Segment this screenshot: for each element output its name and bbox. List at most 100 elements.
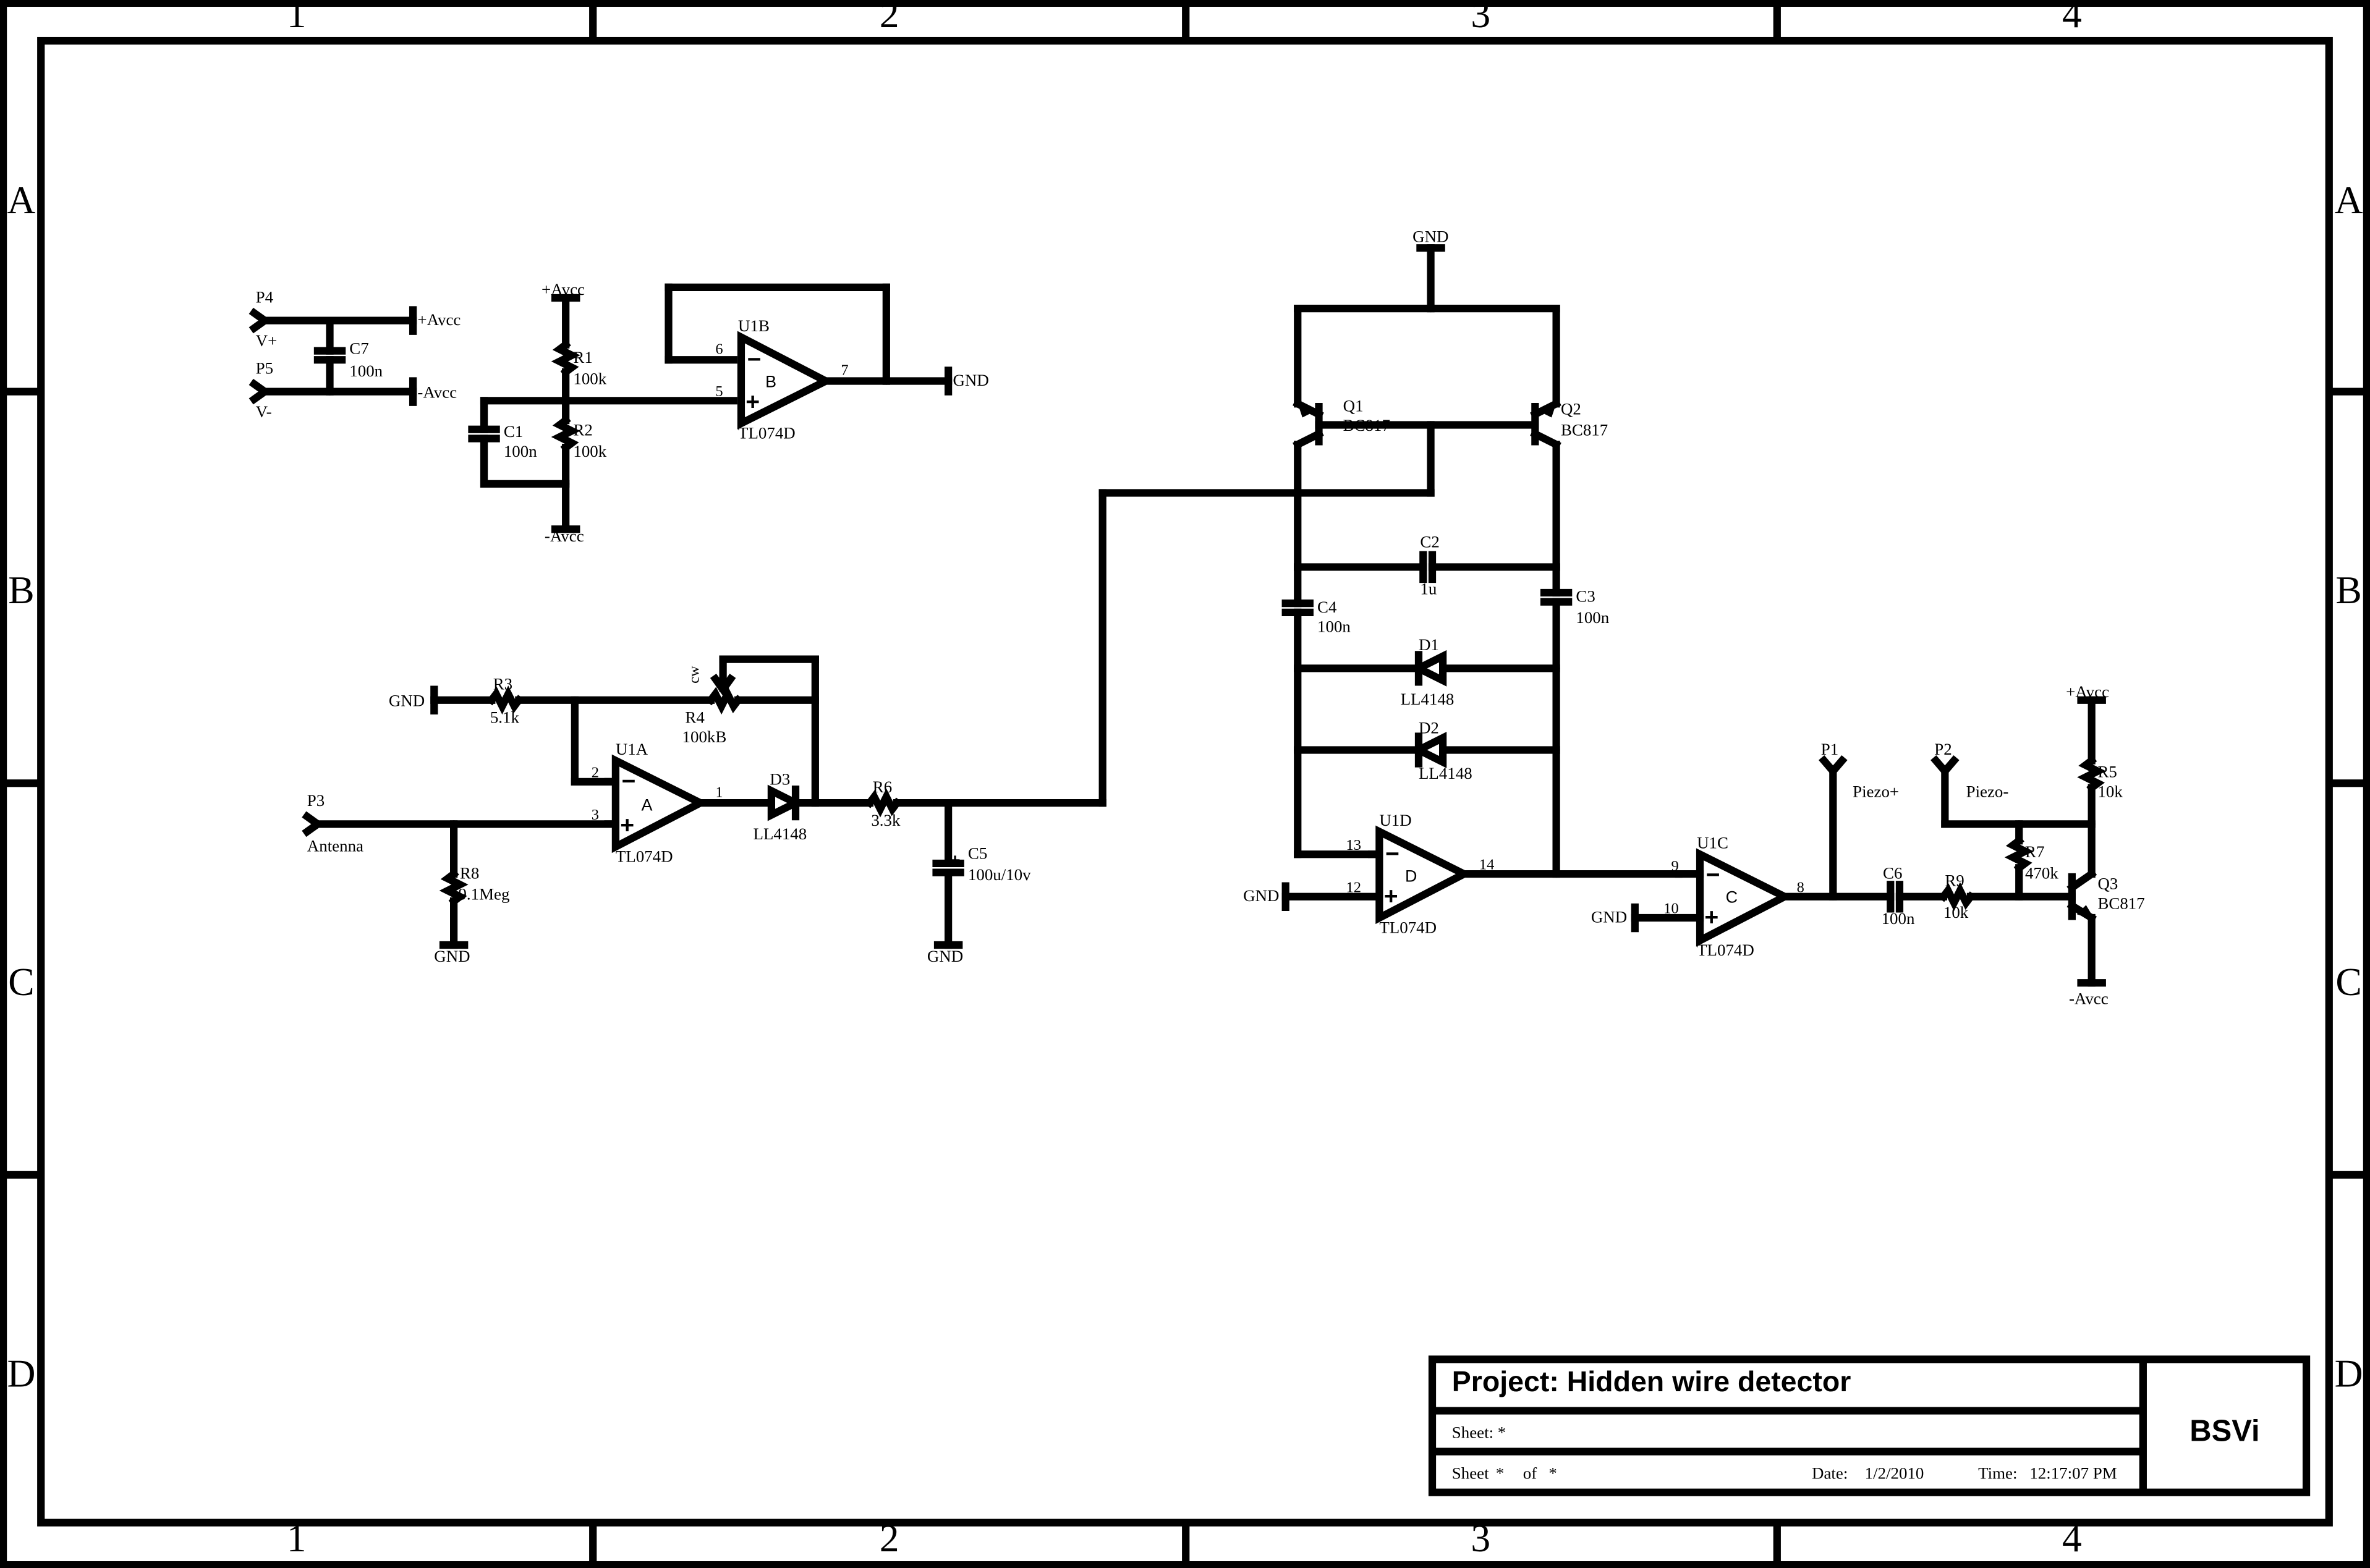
opamp-u1b-symbol	[737, 331, 835, 430]
time-label: Time:	[1978, 1464, 2017, 1483]
brand-logo-text: BSVi	[2189, 1414, 2259, 1447]
r2-value: 100k	[573, 442, 606, 460]
gnd-label-u1b: GND	[953, 371, 988, 389]
u1b-pin-out: 7	[841, 362, 848, 379]
resistor-r8-symbol	[439, 868, 469, 907]
u1a-part: TL074D	[616, 847, 673, 865]
c1-value: 100n	[504, 442, 537, 460]
c5-ref: C5	[968, 844, 987, 863]
avcc-neg-label-1: -Avcc	[417, 383, 457, 401]
c7-ref: C7	[349, 339, 368, 357]
zone-col-3-bottom: 3	[1471, 1516, 1490, 1560]
c3-ref: C3	[1576, 587, 1595, 606]
sheet-label: Sheet	[1452, 1464, 1489, 1483]
gnd-label-u1d: GND	[1243, 886, 1279, 905]
r8-ref: R8	[460, 863, 479, 882]
r6-value: 3.3k	[871, 811, 901, 829]
d3-part: LL4148	[754, 824, 807, 843]
u1a-pin-out: 1	[715, 784, 723, 800]
time-value: 12:17:07 PM	[2029, 1464, 2117, 1483]
c3-value: 100n	[1576, 608, 1609, 627]
potentiometer-r4-symbol	[705, 685, 744, 715]
r5-value: 10k	[2097, 782, 2123, 800]
u1a-plus: +	[620, 812, 634, 839]
opamp-u1d-symbol	[1375, 825, 1472, 925]
u1b-pin-inv: 6	[715, 341, 723, 357]
u1a-unit: A	[641, 795, 652, 814]
r4-ref: R4	[685, 708, 705, 726]
p5-label: V-	[256, 402, 272, 421]
d1-ref: D1	[1419, 635, 1439, 654]
resistor-r2-symbol	[551, 415, 580, 453]
opamp-u1a-symbol	[611, 754, 709, 854]
date-label: Date:	[1812, 1464, 1848, 1483]
zone-row-b-left: B	[8, 568, 34, 612]
zone-col-2-bottom: 2	[880, 1516, 899, 1560]
virtual-ground-section: +Avcc R1 100k R2 100k C1 100n -Avcc − + …	[468, 280, 989, 545]
r7-value: 470k	[2025, 863, 2058, 882]
u1d-pin-inv: 13	[1346, 837, 1361, 854]
gnd-label-top: GND	[1412, 227, 1448, 245]
u1a-pin-noninv: 3	[592, 807, 599, 823]
gnd-label-c5: GND	[927, 947, 963, 965]
u1c-pin-out: 8	[1797, 879, 1804, 896]
avcc-pos-label-3: +Avcc	[2066, 682, 2109, 701]
multivibrator-section: GND Q1 BC817 Q2 BC817 C2 1u	[1243, 227, 1683, 936]
c4-ref: C4	[1317, 598, 1337, 616]
c4-value: 100n	[1317, 617, 1351, 636]
c2-ref: C2	[1420, 533, 1439, 551]
p3-label: Antenna	[307, 836, 363, 855]
project-title: Project: Hidden wire detector	[1452, 1365, 1851, 1397]
zone-row-a-right: A	[2335, 178, 2363, 222]
d1-part: LL4148	[1401, 690, 1455, 708]
u1d-unit: D	[1405, 867, 1417, 885]
r1-value: 100k	[573, 369, 606, 388]
zone-col-3-top: 3	[1471, 0, 1490, 36]
r6-ref: R6	[873, 778, 892, 796]
avcc-neg-label-3: -Avcc	[2069, 989, 2109, 1007]
resistor-r5-symbol	[2077, 755, 2107, 794]
q3-ref: Q3	[2097, 875, 2118, 893]
c2-value: 1u	[1420, 579, 1437, 598]
zone-col-4-bottom: 4	[2062, 1516, 2082, 1560]
u1d-minus: −	[1385, 841, 1399, 867]
p1-ref: P1	[1821, 740, 1838, 758]
u1c-part: TL074D	[1697, 941, 1754, 959]
u1a-minus: −	[622, 768, 636, 795]
r9-ref: R9	[1945, 871, 1964, 890]
u1c-plus: +	[1704, 904, 1718, 931]
u1d-ref: U1D	[1379, 811, 1411, 829]
u1c-pin-noninv: 10	[1663, 901, 1678, 917]
q1-ref: Q1	[1343, 396, 1364, 415]
zone-row-a-left: A	[7, 178, 35, 222]
u1b-ref: U1B	[738, 316, 770, 335]
p2-label: Piezo-	[1966, 782, 2009, 800]
p4-ref: P4	[256, 287, 274, 306]
u1d-plus: +	[1384, 883, 1398, 910]
q2-ref: Q2	[1561, 399, 1581, 418]
opamp-u1c-symbol	[1696, 848, 1793, 947]
diode-d3-symbol	[767, 784, 804, 821]
u1b-minus: −	[747, 346, 762, 373]
power-input-section: P4 V+ P5 V- C7 100n +Avcc -Avcc	[248, 287, 461, 421]
u1b-plus: +	[745, 389, 760, 415]
q1-part: BC817	[1343, 416, 1390, 434]
title-block: Project: Hidden wire detector Sheet: * S…	[1428, 1355, 2311, 1496]
date-value: 1/2/2010	[1865, 1464, 1924, 1483]
zone-col-1-top: 1	[287, 0, 307, 36]
output-driver-section: − + C 9 10 8 U1C TL074D GND P1 Piezo+ C6…	[1591, 682, 2145, 1008]
avcc-pos-label-2: +Avcc	[542, 280, 585, 299]
sheet-name: Sheet: *	[1452, 1423, 1506, 1442]
r8-value: 9.1Meg	[458, 885, 509, 904]
zone-row-d-left: D	[7, 1351, 35, 1395]
sheet-total: *	[1548, 1464, 1557, 1483]
u1c-ref: U1C	[1697, 833, 1728, 852]
d2-ref: D2	[1419, 719, 1439, 737]
c5-polarity: +	[950, 850, 961, 871]
u1d-part: TL074D	[1379, 918, 1437, 936]
zone-col-2-top: 2	[880, 0, 899, 36]
p1-label: Piezo+	[1853, 782, 1899, 800]
zone-row-c-left: C	[8, 960, 34, 1004]
gnd-label-u1c: GND	[1591, 907, 1627, 926]
